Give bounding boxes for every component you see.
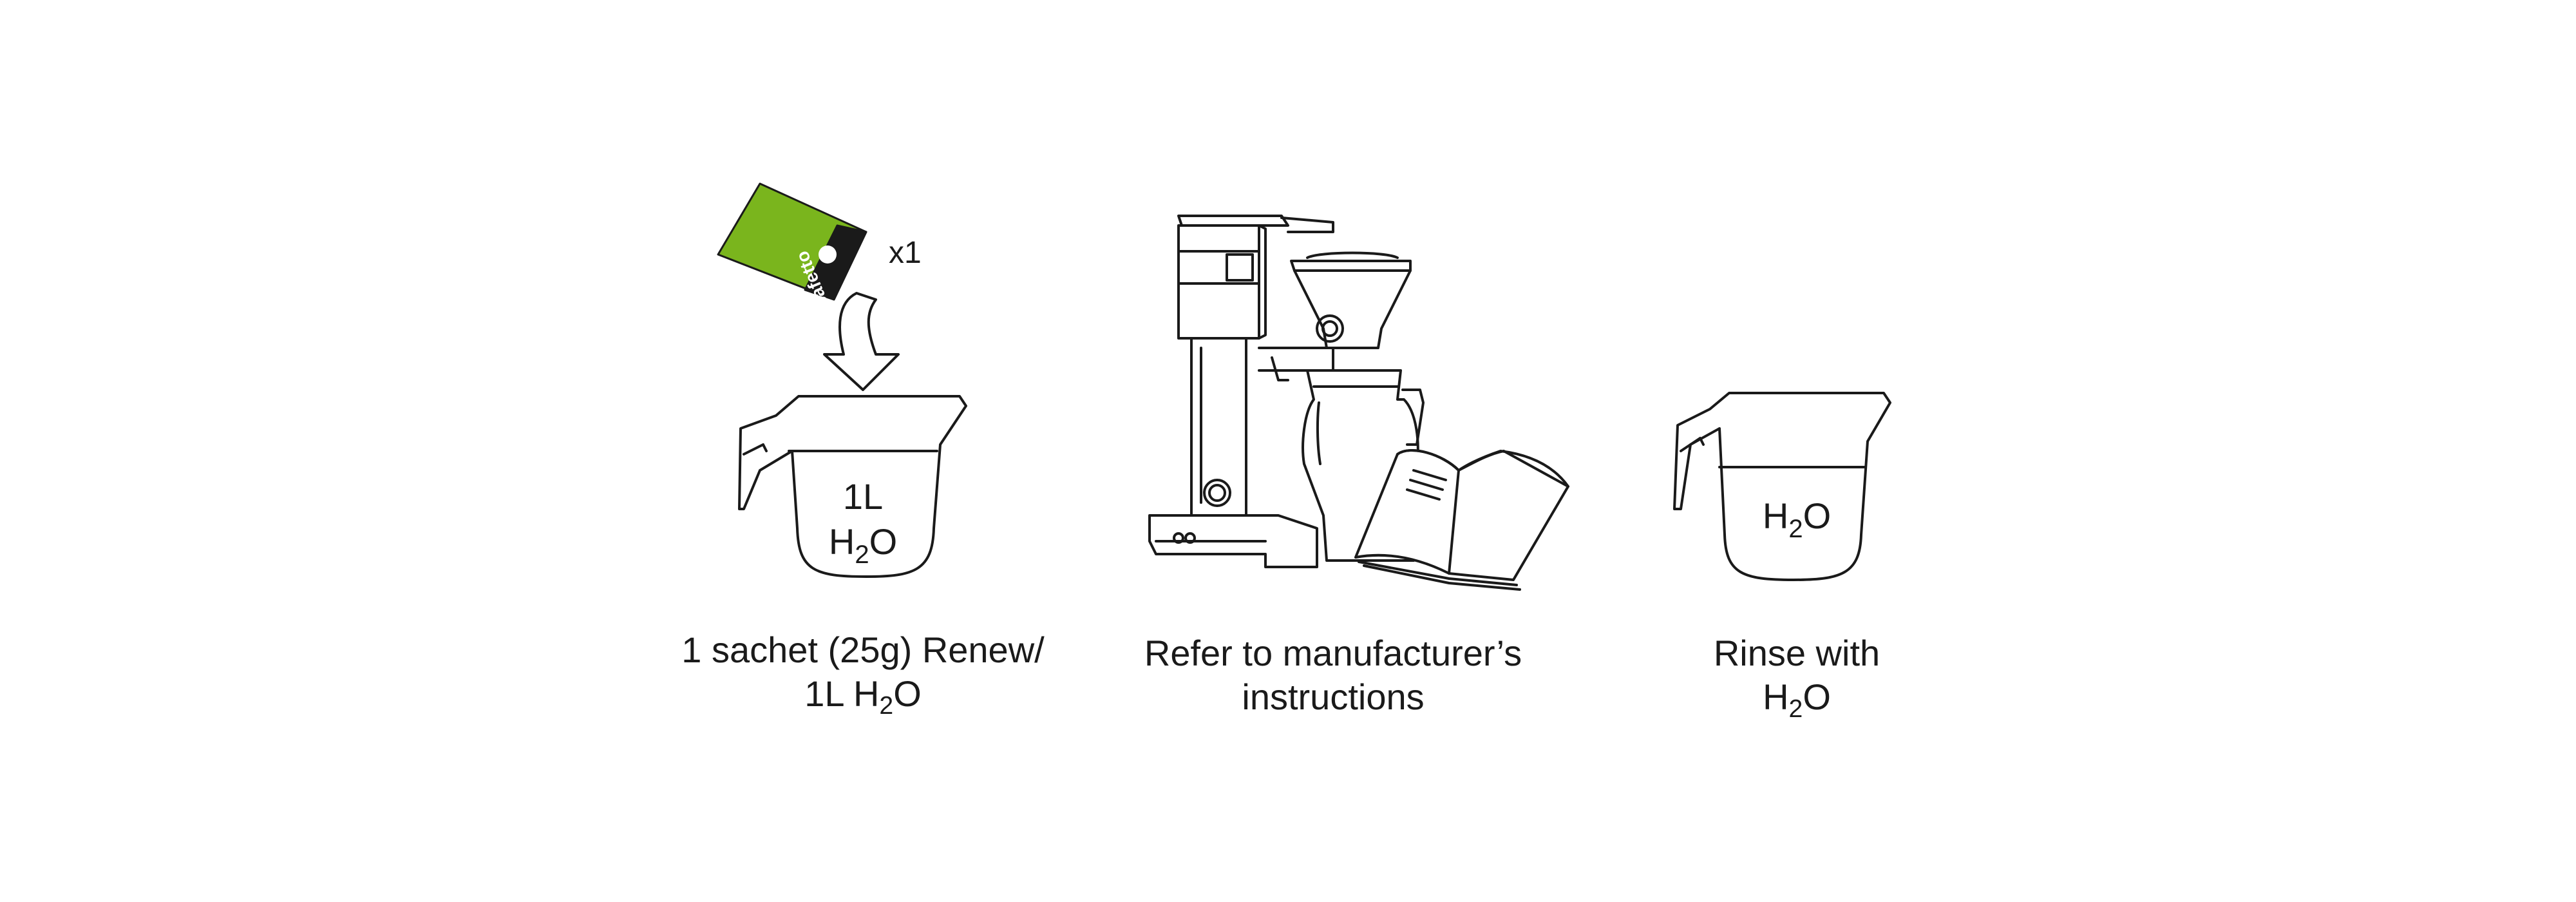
coffee-machine-icon bbox=[1148, 215, 1425, 568]
sachet-count: x1 bbox=[889, 236, 922, 270]
arrow-down-icon bbox=[823, 292, 900, 391]
sachet-icon: cafetto bbox=[717, 182, 867, 311]
jug-water-text: H2O bbox=[1763, 495, 1831, 543]
step2-caption-line1: Refer to manufacturer’s bbox=[1144, 633, 1522, 673]
jug-volume-text: 1L bbox=[843, 476, 883, 517]
jug-water-text: H2O bbox=[829, 521, 897, 569]
step1-caption-line1: 1 sachet (25g) Renew/ bbox=[681, 629, 1045, 670]
step2-caption: Refer to manufacturer’s instructions bbox=[1133, 631, 1533, 719]
step3-caption-line1: Rinse with bbox=[1713, 633, 1880, 673]
measuring-jug-icon bbox=[1673, 392, 1891, 581]
measuring-jug-icon bbox=[738, 395, 967, 578]
step3-caption-line2: H2O bbox=[1763, 676, 1831, 724]
step1-caption: 1 sachet (25g) Renew/ 1L H2O bbox=[657, 628, 1069, 728]
step2-caption-line2: instructions bbox=[1242, 676, 1425, 717]
step1-caption-line2: 1L H2O bbox=[804, 673, 922, 720]
step3-caption: Rinse with H2O bbox=[1674, 631, 1919, 731]
manual-book-icon bbox=[1354, 449, 1569, 591]
